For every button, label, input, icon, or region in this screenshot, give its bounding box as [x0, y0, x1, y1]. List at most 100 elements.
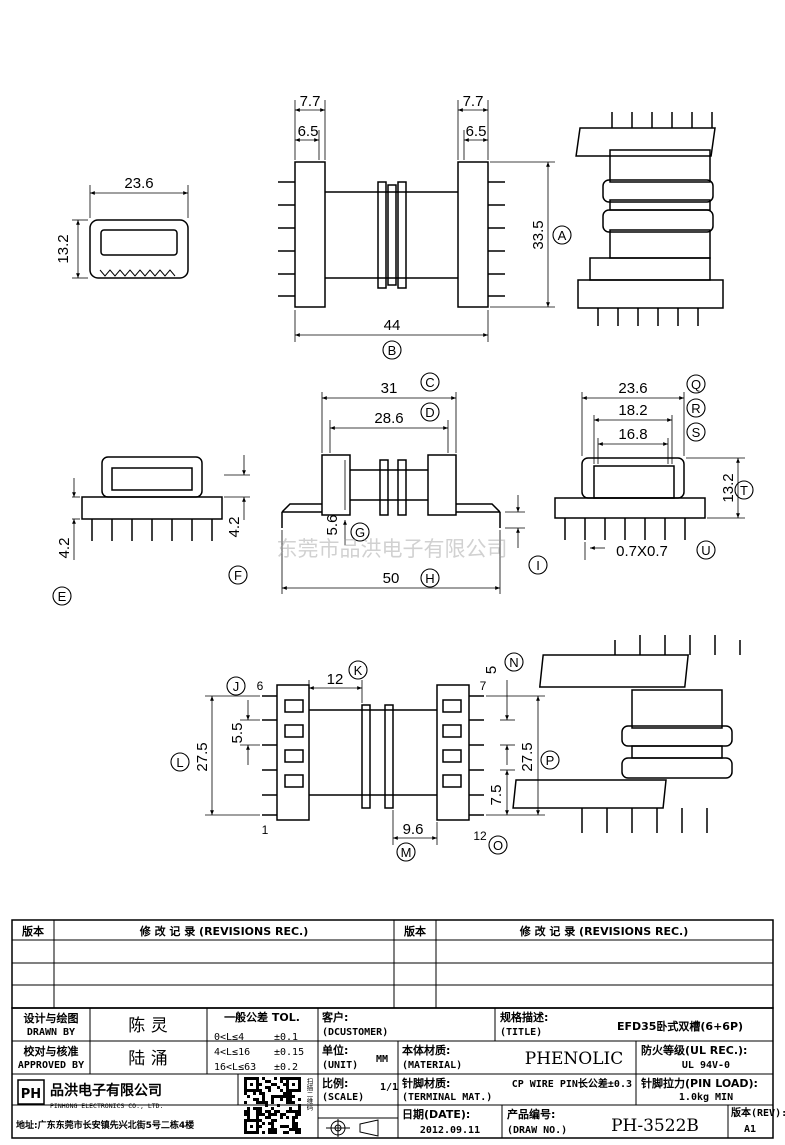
marker-g-circle [350, 522, 370, 542]
front-d1: 31 [381, 380, 398, 397]
tol1: 0<L≤4 [214, 1032, 244, 1043]
marker-p: P [546, 753, 555, 768]
side-d1: 23.6 [618, 380, 647, 397]
pinload-value: 1.0kg MIN [679, 1092, 733, 1103]
drawno-value: PH-3522B [611, 1116, 699, 1136]
marker-o-circle [488, 835, 508, 855]
front-d2: 28.6 [374, 410, 403, 427]
marker-n: N [509, 655, 518, 670]
side-d4: 13.2 [720, 473, 737, 502]
marker-t-circle [734, 480, 754, 500]
title-value: EFD35卧式双槽(6+6P) [617, 1019, 743, 1033]
side-d2: 18.2 [618, 402, 647, 419]
front-left-d5: 4.2 [56, 538, 73, 559]
front-d4: 50 [383, 570, 400, 587]
front-view-center [281, 392, 525, 594]
top-view [278, 100, 555, 342]
bottom-d5: 5 [483, 666, 500, 674]
iso-view-top [575, 112, 724, 326]
scale-value: 1/1 [380, 1082, 398, 1093]
material-value: PHENOLIC [525, 1049, 624, 1069]
marker-o: O [493, 838, 503, 853]
svg-text:PH: PH [21, 1087, 41, 1102]
marker-d-circle [420, 402, 440, 422]
drawno-cn: 产品编号: [507, 1107, 555, 1121]
marker-h-circle [420, 568, 440, 588]
marker-p-circle [540, 750, 560, 770]
end-view [72, 185, 189, 279]
checker: 陆 涌 [128, 1049, 167, 1069]
date-value: 2012.09.11 [420, 1125, 480, 1136]
title-cn: 规格描述: [500, 1010, 548, 1024]
qr-caption: 扫描二维码 [305, 1077, 313, 1112]
front-d3: 5.6 [324, 515, 341, 536]
terminal-value: CP WIRE PIN长公差±0.3 [512, 1077, 632, 1090]
bottom-view [205, 680, 545, 845]
rev-col2: 修 改 记 录 (REVISIONS REC.) [139, 924, 309, 938]
marker-u: U [701, 543, 710, 558]
top-width: 44 [384, 317, 401, 334]
bottom-d96: 9.6 [403, 821, 424, 838]
unit-value: MM [376, 1054, 388, 1065]
end-height-label: 13.2 [55, 234, 72, 263]
side-view [554, 392, 745, 560]
marker-q: Q [691, 377, 701, 392]
top-w2: 6.5 [298, 123, 319, 140]
marker-s: S [692, 425, 701, 440]
tol2v: ±0.15 [274, 1047, 304, 1058]
design-label-cn: 设计与绘图 [24, 1011, 79, 1025]
bottom-d12: 12 [327, 671, 344, 688]
marker-r-circle [686, 398, 706, 418]
bottom-d275: 27.5 [194, 742, 211, 771]
side-d3: 16.8 [618, 426, 647, 443]
marker-d: D [425, 405, 434, 420]
side-pin: 0.7X0.7 [616, 543, 668, 560]
top-height: 33.5 [530, 220, 547, 249]
bottom-d55: 5.5 [229, 723, 246, 744]
check-label-cn: 校对与核准 [24, 1044, 79, 1058]
qr-code [244, 1077, 301, 1134]
marker-i: I [536, 558, 540, 573]
marker-f-circle [228, 565, 248, 585]
marker-t: T [740, 483, 748, 498]
marker-j: J [233, 679, 240, 694]
customer-cn: 客户: [321, 1010, 348, 1024]
rev-col1: 版本 [22, 924, 44, 938]
front-left-d6: 4.2 [226, 517, 243, 538]
marker-a-circle [552, 225, 572, 245]
tol3: 16<L≤63 [214, 1062, 256, 1073]
rev-value: A1 [744, 1124, 756, 1135]
ul-value: UL 94V-0 [682, 1060, 730, 1071]
tol-title: 一般公差 TOL. [224, 1010, 300, 1024]
designer: 陈 灵 [128, 1016, 167, 1036]
watermark: 东莞市品洪电子有限公司 [277, 537, 508, 561]
front-view-left [72, 455, 250, 560]
end-width-label: 23.6 [124, 175, 153, 192]
top-w1: 7.7 [300, 93, 321, 110]
company-address: 地址:广东东莞市长安镇先兴北街5号二栋4楼 [16, 1119, 194, 1131]
marker-h: H [425, 571, 434, 586]
marker-n-circle [504, 652, 524, 672]
marker-k-circle [348, 660, 368, 680]
top-w3: 7.7 [463, 93, 484, 110]
company-cn: 品洪电子有限公司 [50, 1082, 162, 1099]
terminal-en: (TERMINAL MAT.) [402, 1092, 492, 1103]
company-logo: PH [17, 1079, 45, 1105]
marker-m-circle [396, 842, 416, 862]
marker-c-circle [420, 372, 440, 392]
marker-u-circle [696, 540, 716, 560]
pin-1: 1 [262, 823, 269, 837]
scale-en: (SCALE) [322, 1092, 364, 1103]
tol1v: ±0.1 [274, 1032, 298, 1043]
marker-b-circle [382, 340, 402, 360]
marker-e-circle [52, 586, 72, 606]
marker-g: G [355, 525, 365, 540]
marker-c: C [425, 375, 434, 390]
unit-en: (UNIT) [322, 1060, 358, 1071]
iso-view-bottom [512, 635, 741, 833]
tol2: 4<L≤16 [214, 1047, 250, 1058]
scale-cn: 比例: [322, 1076, 348, 1090]
pin-7: 7 [480, 679, 487, 693]
customer-en: (DCUSTOMER) [322, 1027, 388, 1038]
